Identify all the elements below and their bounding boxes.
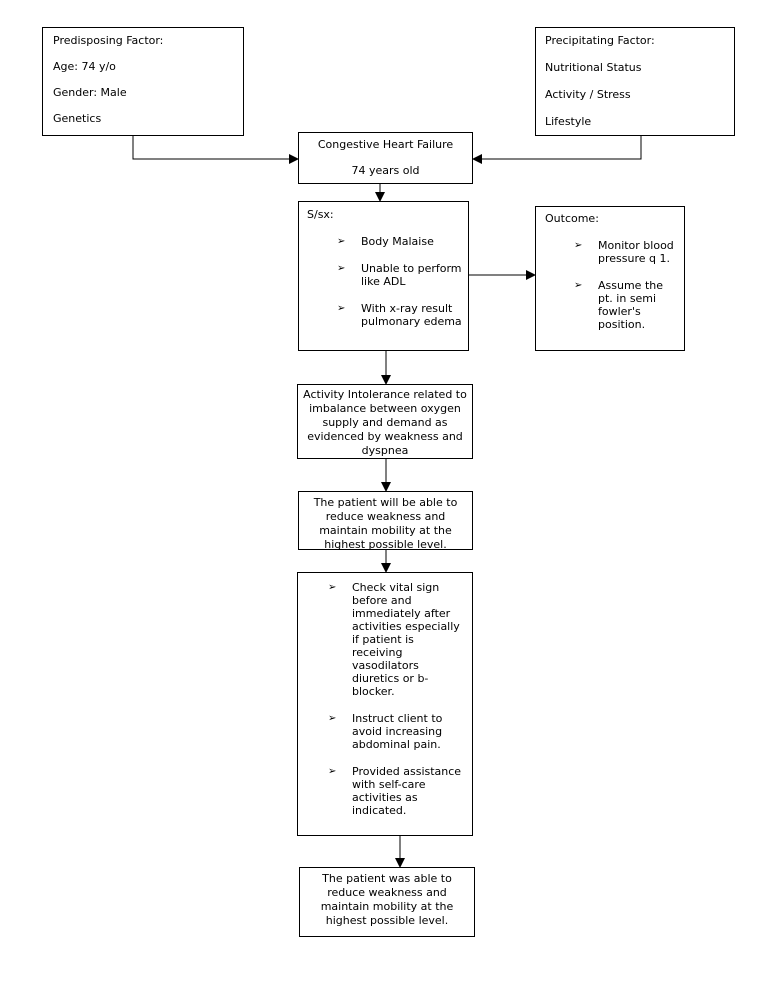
intervention-item: ➢Provided assistance with self-care acti… xyxy=(328,765,462,817)
symptoms-box: S/sx: ➢Body Malaise ➢Unable to perform l… xyxy=(298,201,469,351)
predisposing-item: Gender: Male xyxy=(53,86,127,99)
symptom-item: ➢With x-ray result pulmonary edema xyxy=(337,302,462,328)
bullet-arrow-icon: ➢ xyxy=(328,766,337,777)
predisposing-item: Genetics xyxy=(53,112,102,125)
outcome-item: ➢Assume the pt. in semi fowler's positio… xyxy=(574,279,663,331)
arrow-predisposing-to-diagnosis xyxy=(132,136,299,164)
diagnosis-box: Congestive Heart Failure 74 years old xyxy=(298,132,473,184)
evaluation-box: The patient was able to reduce weakness … xyxy=(299,867,475,937)
nursing-diagnosis-text: Activity Intolerance related to imbalanc… xyxy=(303,388,467,457)
predisposing-item: Age: 74 y/o xyxy=(53,60,116,73)
intervention-item: ➢Instruct client to avoid increasing abd… xyxy=(328,712,443,751)
intervention-item: ➢Check vital sign before and immediately… xyxy=(328,581,460,698)
precipitating-item: Activity / Stress xyxy=(545,88,631,101)
bullet-arrow-icon: ➢ xyxy=(574,240,583,251)
symptom-item: ➢Unable to perform like ADL xyxy=(337,262,462,288)
symptom-item: ➢Body Malaise xyxy=(337,235,434,248)
bullet-arrow-icon: ➢ xyxy=(337,236,346,247)
bullet-arrow-icon: ➢ xyxy=(328,713,337,724)
predisposing-factor-box: Predisposing Factor: Age: 74 y/o Gender:… xyxy=(42,27,244,136)
precipitating-item: Nutritional Status xyxy=(545,61,642,74)
diagnosis-title: Congestive Heart Failure xyxy=(317,138,454,151)
bullet-arrow-icon: ➢ xyxy=(574,280,583,291)
predisposing-title: Predisposing Factor: xyxy=(53,34,164,47)
precipitating-title: Precipitating Factor: xyxy=(545,34,655,47)
arrow-precipitating-to-diagnosis xyxy=(472,136,642,164)
nursing-diagnosis-box: Activity Intolerance related to imbalanc… xyxy=(297,384,473,459)
goal-box: The patient will be able to reduce weakn… xyxy=(298,491,473,550)
evaluation-text: The patient was able to reduce weakness … xyxy=(320,872,454,927)
precipitating-item: Lifestyle xyxy=(545,115,592,128)
bullet-arrow-icon: ➢ xyxy=(337,303,346,314)
bullet-arrow-icon: ➢ xyxy=(328,582,337,593)
outcome-box: Outcome: ➢Monitor blood pressure q 1. ➢A… xyxy=(535,206,685,351)
diagnosis-age: 74 years old xyxy=(351,164,420,177)
outcome-item: ➢Monitor blood pressure q 1. xyxy=(574,239,674,265)
precipitating-factor-box: Precipitating Factor: Nutritional Status… xyxy=(535,27,735,136)
interventions-box: ➢Check vital sign before and immediately… xyxy=(297,572,473,836)
bullet-arrow-icon: ➢ xyxy=(337,263,346,274)
outcome-title: Outcome: xyxy=(545,212,599,225)
goal-text: The patient will be able to reduce weakn… xyxy=(313,496,458,550)
symptoms-title: S/sx: xyxy=(307,208,334,221)
